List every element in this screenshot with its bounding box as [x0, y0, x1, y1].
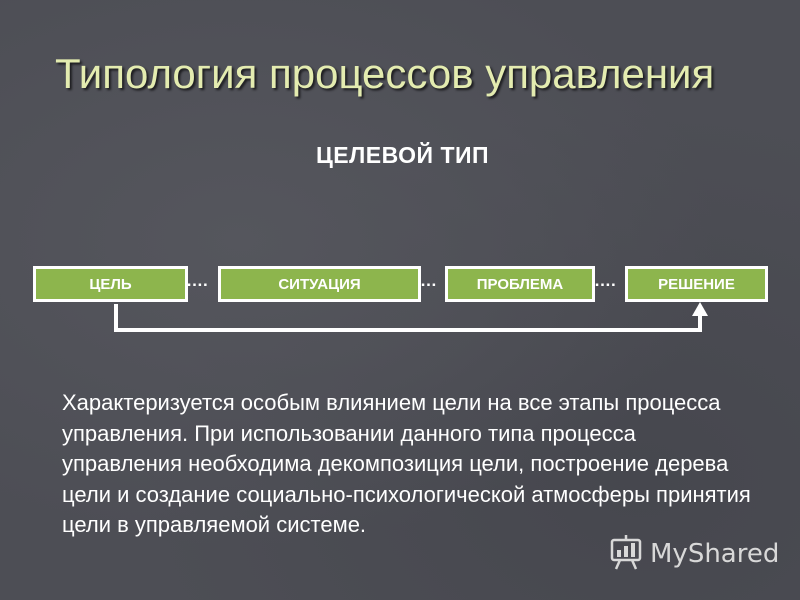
- stage-label-situation: СИТУАЦИЯ: [221, 269, 418, 299]
- stage-box-situation: СИТУАЦИЯ: [218, 266, 421, 302]
- watermark: MyShared: [608, 534, 779, 574]
- stage-label-goal: ЦЕЛЬ: [36, 269, 185, 299]
- presentation-board-icon: [608, 532, 644, 577]
- watermark-text: MyShared: [650, 539, 780, 569]
- stage-box-goal: ЦЕЛЬ: [33, 266, 188, 302]
- description-text: Характеризуется особым влиянием цели на …: [62, 390, 751, 537]
- slide-title: Типология процессов управления: [55, 50, 715, 97]
- stage-label-solution: РЕШЕНИЕ: [628, 269, 765, 299]
- connector-dots: ….: [594, 271, 616, 290]
- stage-box-problem: ПРОБЛЕМА: [445, 266, 595, 302]
- stage-box-solution: РЕШЕНИЕ: [625, 266, 768, 302]
- slide-subtitle: ЦЕЛЕВОЙ ТИП: [316, 142, 490, 168]
- connector-dots: …: [420, 271, 437, 290]
- feedback-arrow-head: [692, 302, 708, 316]
- connector-dots: ….: [186, 271, 208, 290]
- feedback-arrow-line: [114, 304, 702, 332]
- stage-label-problem: ПРОБЛЕМА: [448, 269, 592, 299]
